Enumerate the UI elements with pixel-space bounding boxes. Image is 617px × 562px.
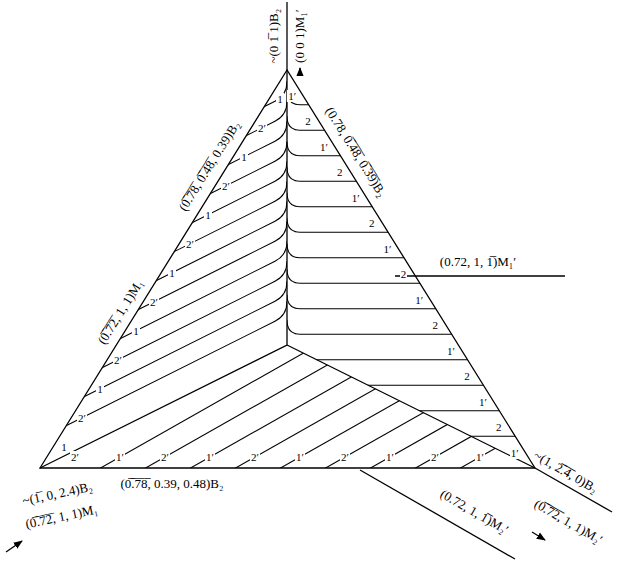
orientation-label: (0̅.̅7̅8̅, 0̅.̅4̅8̅, 0.39)B₂	[176, 118, 244, 215]
variant-number: 1	[96, 383, 104, 395]
axis-arrow	[299, 68, 300, 72]
variant-number: 2′	[149, 296, 159, 308]
variant-number: 1	[168, 267, 176, 279]
orientation-label: (0.78, 0̅.̅4̅8̅, 0̅.̅3̅9̅)B₂	[322, 104, 390, 201]
orientation-label: (0.72, 1, 1̅)M₂′	[437, 486, 512, 538]
triangle-outline	[40, 70, 535, 468]
variant-number: 1′	[287, 90, 297, 102]
variant-number: 2′	[340, 451, 350, 463]
variant-number: 2	[304, 115, 312, 127]
variant-number: 1′	[446, 345, 456, 357]
variant-number: 1′	[475, 451, 485, 463]
variant-stripe	[409, 344, 617, 472]
variant-number: 1′	[510, 447, 520, 459]
variant-number: 2′	[221, 180, 231, 192]
variant-number: 1′	[478, 396, 488, 408]
variant-number: 2′	[70, 451, 80, 463]
variant-stripe	[139, 344, 365, 472]
variant-stripe	[61, 301, 287, 428]
trace-line	[360, 470, 515, 559]
variant-stripe	[287, 116, 329, 130]
variant-number: 2	[431, 319, 439, 331]
variant-number: 2′	[257, 122, 267, 134]
variant-stripe	[151, 201, 287, 283]
direction-arrow	[532, 532, 545, 540]
variant-stripe	[287, 269, 424, 283]
trace-line	[395, 275, 565, 276]
variant-number: 2′	[185, 238, 195, 250]
variant-number: 1′	[383, 243, 393, 255]
variant-stripe	[287, 193, 376, 207]
variant-stripe	[229, 344, 455, 472]
variant-stripe	[287, 167, 360, 181]
variant-number: 2	[495, 421, 503, 433]
orientation-label: ~(0 1̅ 1)B₂	[267, 8, 281, 65]
variant-number: 2′	[113, 354, 123, 366]
variant-number: 1	[132, 325, 140, 337]
variant-number: 2	[463, 370, 471, 382]
stripe-group	[287, 91, 519, 437]
variant-number: 2′	[77, 412, 87, 424]
axis-line	[286, 2, 287, 70]
variant-number: 1′	[205, 451, 215, 463]
variant-stripe	[287, 91, 313, 105]
variant-number: 1	[276, 93, 284, 105]
variant-number: 2	[336, 166, 344, 178]
variant-stripe	[184, 344, 410, 472]
variant-stripe	[287, 142, 344, 156]
stripe-group	[61, 81, 287, 428]
variant-number: 2′	[250, 451, 260, 463]
variant-stripe	[240, 101, 287, 138]
variant-number: 1′	[414, 294, 424, 306]
variant-stripe	[287, 346, 472, 360]
variant-stripe	[287, 371, 487, 385]
face-edge	[287, 345, 535, 468]
orientation-label: (0̅.̅7̅2̅, 1, 1)M₂′	[531, 496, 606, 548]
variant-number: 2′	[430, 451, 440, 463]
orientation-label: (0̅.̅7̅2̅, 1, 1)M₁	[24, 502, 101, 532]
variant-stripe	[274, 344, 500, 472]
variant-number: 2	[368, 217, 376, 229]
variant-number: 1′	[351, 192, 361, 204]
variant-stripe	[287, 244, 408, 258]
variant-stripe	[287, 397, 503, 411]
variant-number: 2	[400, 268, 408, 280]
variant-number: 1	[240, 151, 248, 163]
orientation-label: (0 0 1)M₁′	[293, 8, 307, 64]
variant-number: 1′	[115, 451, 125, 463]
direction-arrow	[6, 541, 22, 552]
variant-stripe	[364, 344, 590, 472]
variant-stripe	[319, 344, 545, 472]
variant-stripe	[258, 81, 287, 109]
variant-number: 1	[204, 209, 212, 221]
orientation-label: (0.72, 1, 1̅)M₁′	[439, 255, 517, 269]
variant-number: 1′	[295, 451, 305, 463]
variant-number: 1′	[319, 141, 329, 153]
variant-stripe	[94, 344, 320, 472]
variant-number: 1′	[385, 451, 395, 463]
orientation-label: (0̅.̅7̅8̅, 0.39, 0.48)B₂	[119, 477, 224, 491]
variant-stripe	[287, 295, 440, 309]
variant-stripe	[287, 218, 392, 232]
variant-stripe	[287, 320, 456, 334]
variant-number: 2′	[160, 451, 170, 463]
variant-number: 1	[60, 441, 68, 453]
